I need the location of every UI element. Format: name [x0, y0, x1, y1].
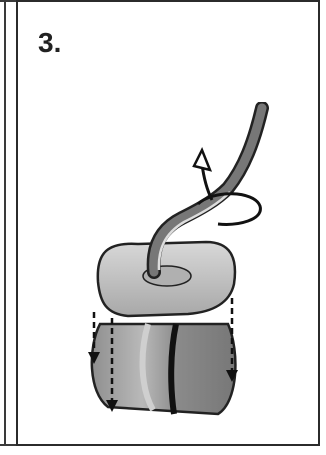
- step-number: 3.: [38, 29, 61, 57]
- assembly-illustration: [78, 102, 326, 432]
- page-edge-bottom: [0, 444, 16, 446]
- instruction-panel: 3.: [16, 0, 320, 446]
- cap: [98, 242, 235, 316]
- page-edge-left: [4, 0, 6, 446]
